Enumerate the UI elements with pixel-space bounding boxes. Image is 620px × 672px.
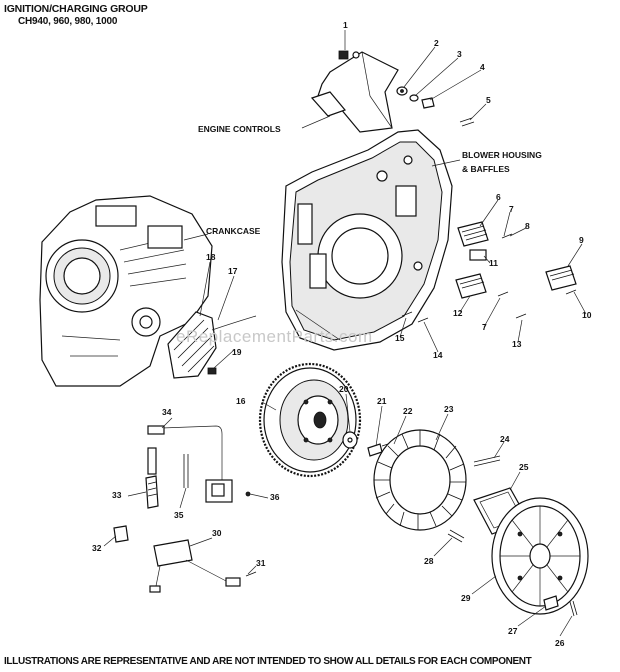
callout: 7 xyxy=(509,204,514,214)
callout: 21 xyxy=(377,396,387,406)
callout: 29 xyxy=(461,593,471,603)
flywheel xyxy=(258,362,362,478)
callout: 11 xyxy=(489,258,498,268)
blower-housing xyxy=(281,129,453,351)
callout: 36 xyxy=(270,492,280,502)
crankcase xyxy=(39,195,213,387)
callout: 19 xyxy=(232,347,242,357)
engine-controls-bracket xyxy=(310,50,399,133)
ignition-modules xyxy=(401,221,577,323)
callout: 28 xyxy=(424,556,434,566)
cooling-fan xyxy=(373,429,467,531)
callout: 12 xyxy=(453,308,463,318)
callout: 31 xyxy=(256,558,266,568)
callout: 25 xyxy=(519,462,529,472)
callout: 8 xyxy=(525,221,530,231)
caption-blower-housing: BLOWER HOUSING xyxy=(462,150,542,160)
callout: 33 xyxy=(112,490,122,500)
callout: 34 xyxy=(162,407,172,417)
callout: 35 xyxy=(174,510,184,520)
callout: 20 xyxy=(339,384,349,394)
callout: 10 xyxy=(582,310,592,320)
callout: 1 xyxy=(343,20,348,30)
spring-pin xyxy=(447,529,465,543)
diagram-title: IGNITION/CHARGING GROUP xyxy=(4,3,148,15)
callout: 22 xyxy=(403,406,413,416)
callout: 24 xyxy=(500,434,510,444)
callout: 14 xyxy=(433,350,443,360)
callout: 23 xyxy=(444,404,454,414)
callout: 4 xyxy=(480,62,485,72)
callout: 17 xyxy=(228,266,238,276)
callout: 15 xyxy=(395,333,405,343)
callout: 30 xyxy=(212,528,222,538)
leader-lines xyxy=(103,30,587,637)
disclaimer-footer: ILLUSTRATIONS ARE REPRESENTATIVE AND ARE… xyxy=(4,656,532,667)
callout: 16 xyxy=(236,396,246,406)
callout: 5 xyxy=(486,95,491,105)
fan-screw xyxy=(473,455,501,467)
screen-screw xyxy=(569,600,578,617)
model-list: CH940, 960, 980, 1000 xyxy=(18,16,118,27)
grass-screen xyxy=(491,497,589,615)
caption-engine-controls: ENGINE CONTROLS xyxy=(198,124,281,134)
stator xyxy=(167,311,257,379)
callout: 18 xyxy=(206,252,216,262)
callout-numbers: 1 2 3 4 5 6 7 8 9 10 11 12 7 13 14 15 16… xyxy=(92,20,592,648)
callout: 27 xyxy=(508,626,518,636)
callout: 13 xyxy=(512,339,522,349)
callout: 9 xyxy=(579,235,584,245)
caption-crankcase: CRANKCASE xyxy=(206,226,261,236)
control-hardware xyxy=(396,86,475,127)
callout: 32 xyxy=(92,543,102,553)
callout: 7 xyxy=(482,322,487,332)
spark-plug-lead xyxy=(113,425,257,593)
callout: 2 xyxy=(434,38,439,48)
caption-baffles: & BAFFLES xyxy=(462,164,510,174)
callout: 3 xyxy=(457,49,462,59)
callout: 26 xyxy=(555,638,565,648)
watermark: eReplacementParts.com xyxy=(176,327,373,346)
callout: 6 xyxy=(496,192,501,202)
